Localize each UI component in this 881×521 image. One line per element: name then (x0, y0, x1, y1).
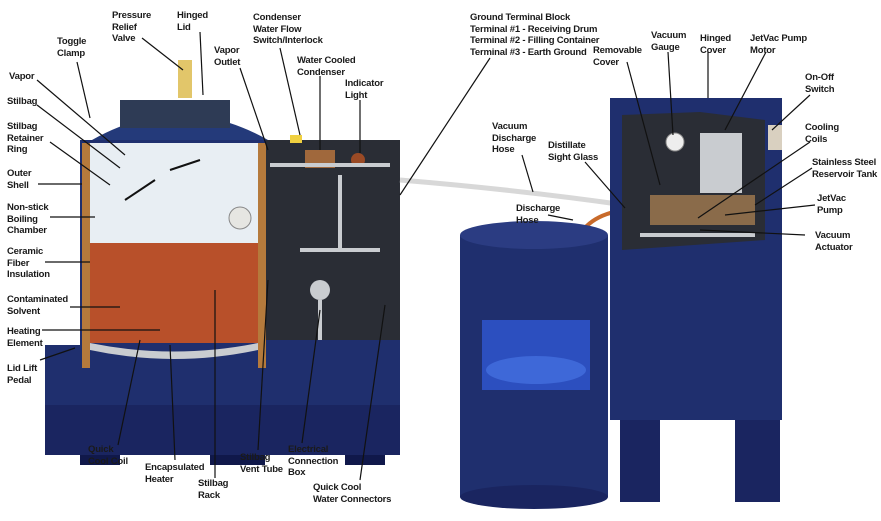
on-off-switch-shape (768, 125, 782, 150)
label-encapsulated-heater: Encapsulated Heater (145, 462, 205, 485)
insulation-shape (82, 143, 90, 368)
label-water-cooled-condenser: Water Cooled Condenser (297, 55, 356, 78)
label-vapor: Vapor (9, 71, 35, 82)
label-vacuum-gauge: Vacuum Gauge (651, 30, 687, 53)
label-jetvac-pump-motor: JetVac Pump Motor (750, 33, 807, 56)
label-vacuum-discharge-hose: Vacuum Discharge Hose (492, 121, 537, 155)
label-jetvac-pump: JetVac Pump (817, 193, 846, 216)
label-lid-lift-pedal: Lid Lift Pedal (7, 363, 38, 386)
label-pressure-relief-valve: Pressure Relief Valve (112, 10, 152, 44)
label-hinged-cover: Hinged Cover (700, 33, 731, 56)
vapor-region (90, 143, 258, 243)
label-removable-cover: Removable Cover (593, 45, 642, 68)
label-distillate-sight-glass: Distillate Sight Glass (548, 140, 599, 163)
label-boiling-chamber: Non-stick Boiling Chamber (7, 202, 49, 236)
still-unit (45, 60, 400, 465)
label-stilbag-vent-tube: Stilbag Vent Tube (240, 452, 283, 475)
label-ground-terminal-block: Ground Terminal Block Terminal #1 - Rece… (470, 12, 600, 58)
leader-lines (36, 31, 816, 481)
label-stilbag: Stilbag (7, 96, 38, 107)
label-condenser-switch: Condenser Water Flow Switch/Interlock (253, 12, 323, 46)
label-quick-cool-connectors: Quick Cool Water Connectors (313, 482, 392, 505)
label-quick-cool-coil: Quick Cool Coil (88, 444, 128, 467)
jetvac-cabinet (610, 98, 782, 502)
pressure-relief-valve-shape (178, 60, 192, 98)
label-electrical-box: Electrical Connection Box (288, 444, 339, 478)
label-insulation: Ceramic Fiber Insulation (7, 246, 50, 280)
label-contaminated-solvent: Contaminated Solvent (7, 294, 68, 317)
pump-motor-shape (700, 133, 742, 193)
label-stilbag-rack: Stilbag Rack (198, 478, 229, 501)
label-discharge-hose: Discharge Hose (516, 203, 561, 226)
label-vapor-outlet: Vapor Outlet (214, 45, 241, 68)
label-toggle-clamp: Toggle Clamp (57, 36, 87, 59)
receiving-drum (460, 221, 608, 509)
label-vacuum-actuator: Vacuum Actuator (815, 230, 853, 253)
label-heating-element: Heating Element (7, 326, 43, 349)
plumbing-cutout (266, 140, 400, 340)
label-indicator-light: Indicator Light (345, 78, 384, 101)
label-reservoir-tank: Stainless Steel Reservoir Tank (812, 157, 878, 180)
vacuum-discharge-hose (399, 177, 626, 208)
label-cooling-coils: Cooling Coils (805, 122, 839, 145)
label-stilbag-retainer-ring: Stilbag Retainer Ring (7, 121, 44, 155)
label-hinged-lid: Hinged Lid (177, 10, 208, 33)
label-on-off-switch: On-Off Switch (805, 72, 835, 95)
contaminated-solvent-region (90, 243, 258, 343)
label-outer-shell: Outer Shell (7, 168, 32, 191)
